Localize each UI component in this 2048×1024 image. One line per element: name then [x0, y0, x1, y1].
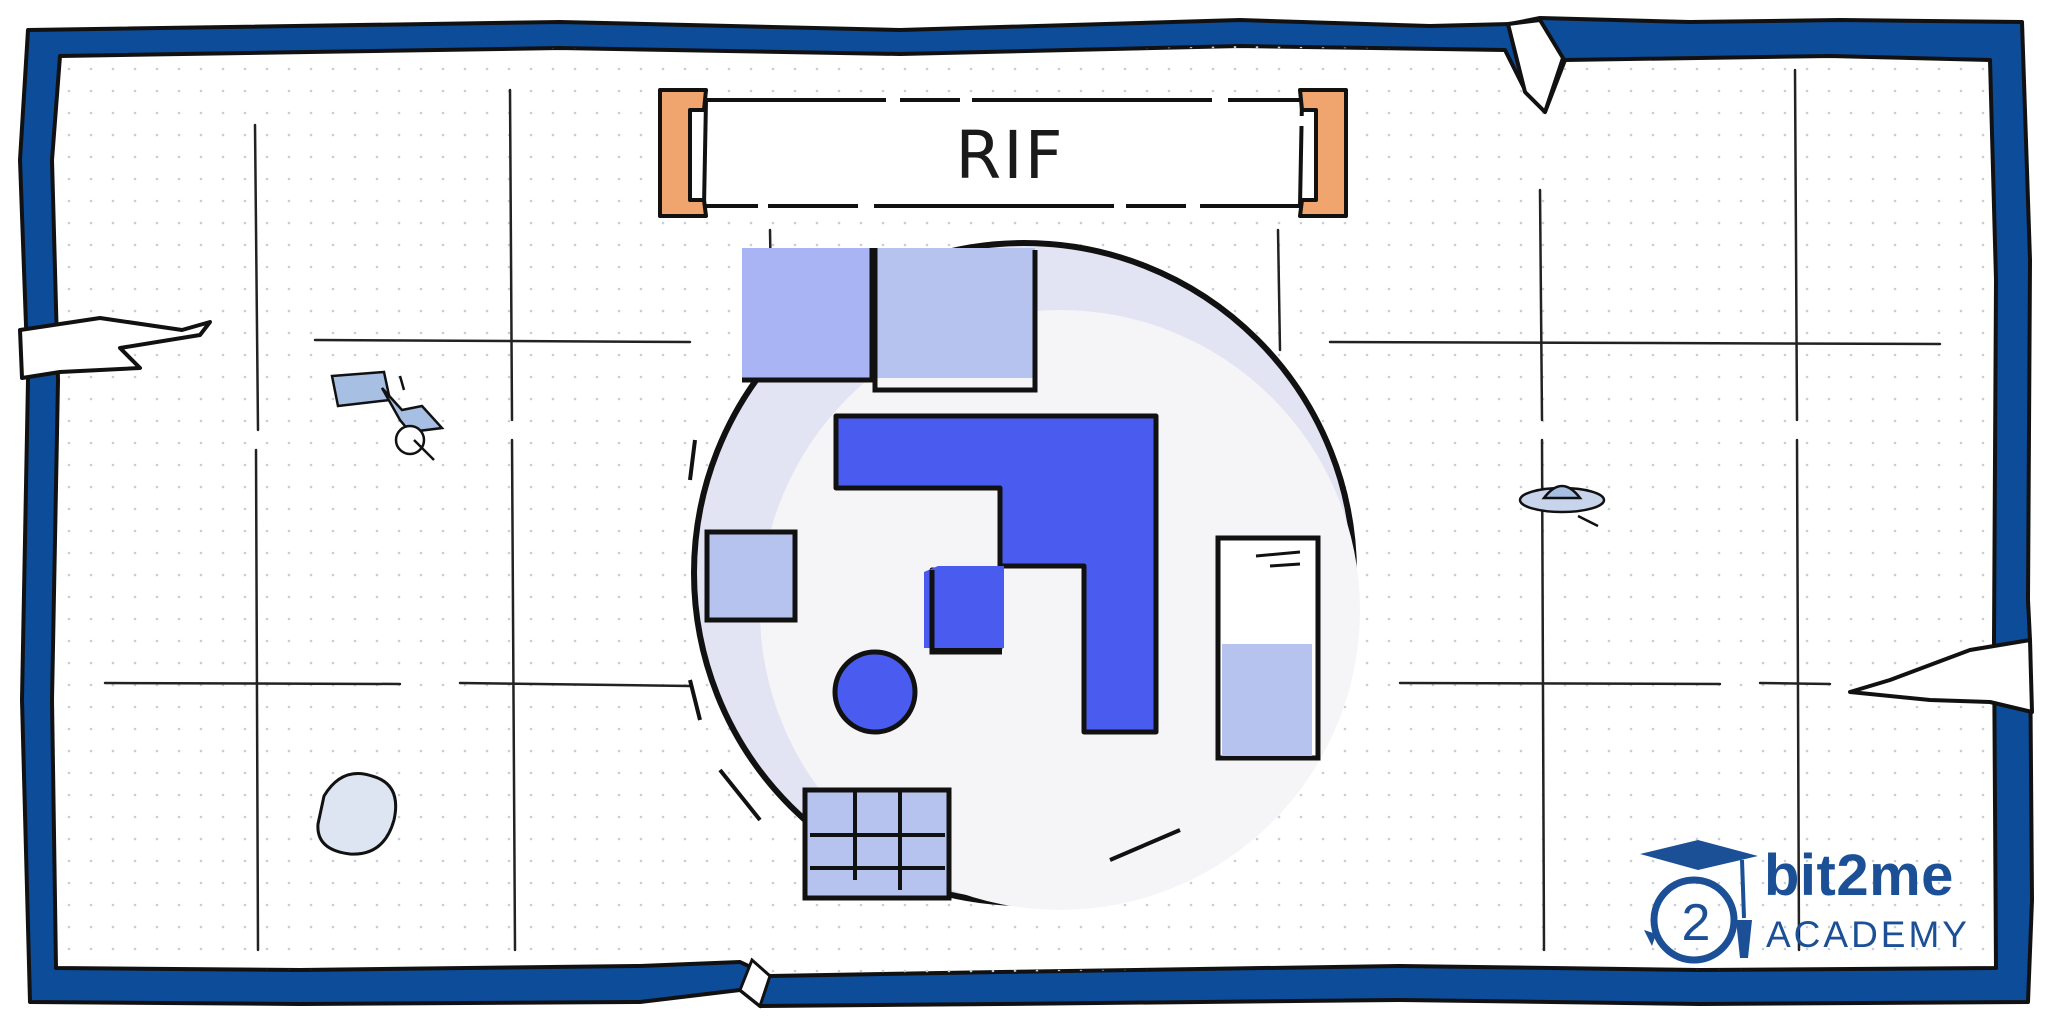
page-title: RIF [955, 116, 1065, 194]
rif-logo-icon [832, 413, 1159, 735]
graduation-cap-icon [1640, 840, 1758, 964]
right-bracket [1298, 88, 1348, 218]
ufo-icon [1518, 484, 1606, 528]
brand-name: bit2me [1764, 843, 1954, 908]
title-plate [658, 88, 1348, 218]
asteroid-icon [316, 772, 398, 856]
grid-lines [103, 68, 1942, 952]
brand-logo: 2 bit2me ACADEMY [1636, 838, 1976, 970]
svg-text:2: 2 [1682, 894, 1711, 952]
rif-logo-circle [688, 240, 1360, 910]
brand-subtitle: ACADEMY [1766, 914, 1970, 955]
left-bracket [658, 88, 708, 218]
satellite-icon [330, 370, 445, 461]
digit-badge: 2 [1682, 894, 1711, 952]
